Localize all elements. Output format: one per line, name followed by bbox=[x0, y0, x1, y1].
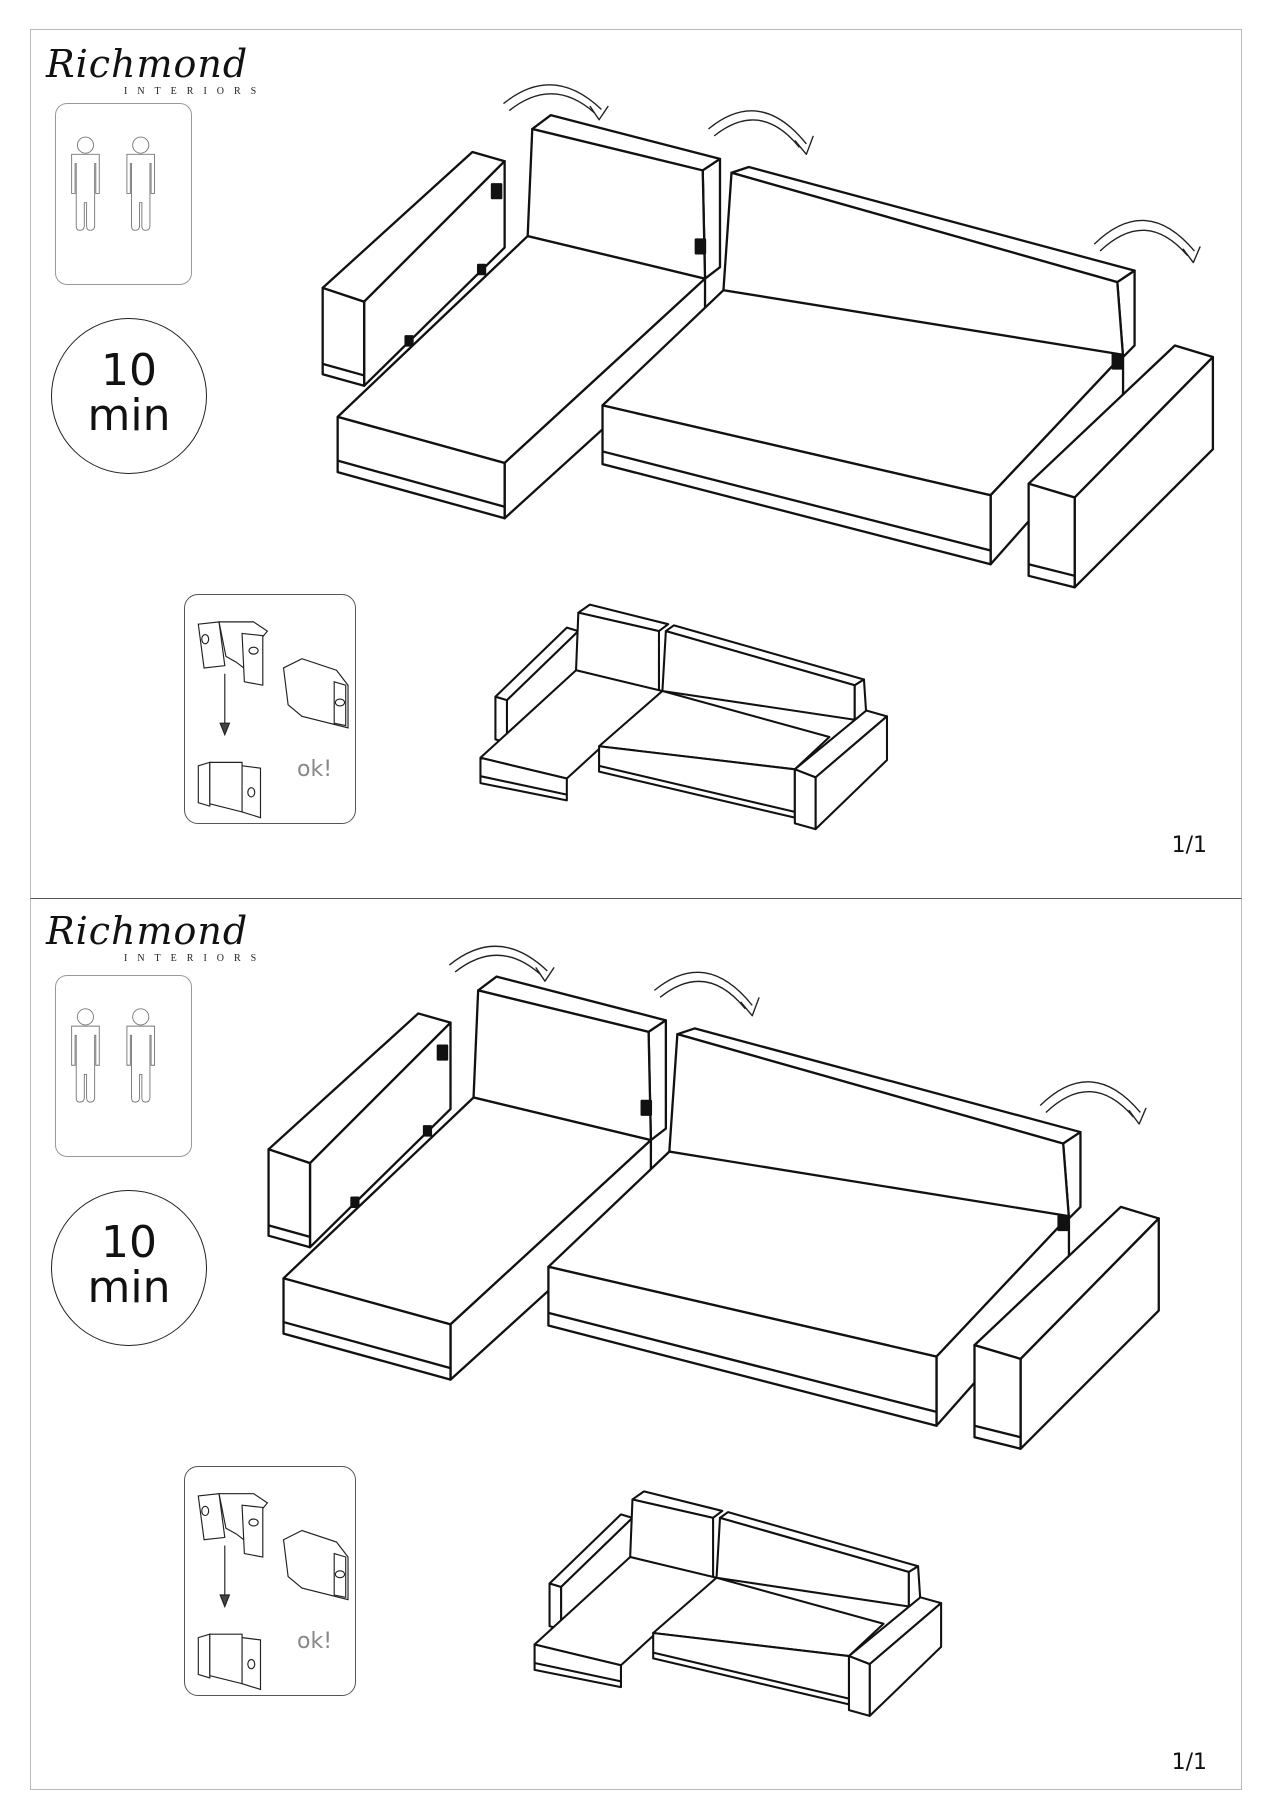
assembly-time-badge: 10 min bbox=[51, 318, 207, 474]
brand-tagline: INTERIORS bbox=[124, 86, 267, 97]
instruction-page-2: Richmond INTERIORS 10 min ok! 1/1 bbox=[30, 899, 1242, 1790]
brand-logo: Richmond INTERIORS bbox=[46, 909, 291, 974]
brand-logo: Richmond INTERIORS bbox=[46, 42, 291, 107]
brand-name: Richmond bbox=[46, 909, 249, 953]
page-number: 1/1 bbox=[1171, 1750, 1207, 1775]
time-value: 10 bbox=[101, 345, 157, 396]
ok-label: ok! bbox=[297, 757, 333, 782]
two-person-assembly-icon bbox=[55, 103, 192, 285]
time-unit: min bbox=[87, 390, 171, 441]
brand-tagline: INTERIORS bbox=[124, 953, 267, 964]
time-value: 10 bbox=[101, 1217, 157, 1268]
two-person-assembly-icon bbox=[55, 975, 192, 1157]
assembly-time-badge: 10 min bbox=[51, 1190, 207, 1346]
page-number: 1/1 bbox=[1171, 833, 1207, 858]
instruction-page-1: Richmond INTERIORS 10 min ok! 1/1 bbox=[30, 29, 1242, 899]
ok-label: ok! bbox=[297, 1629, 333, 1654]
connector-hardware-box: ok! bbox=[184, 1466, 356, 1696]
brand-name: Richmond bbox=[46, 42, 249, 86]
connector-hardware-box: ok! bbox=[184, 594, 356, 824]
time-unit: min bbox=[87, 1262, 171, 1313]
